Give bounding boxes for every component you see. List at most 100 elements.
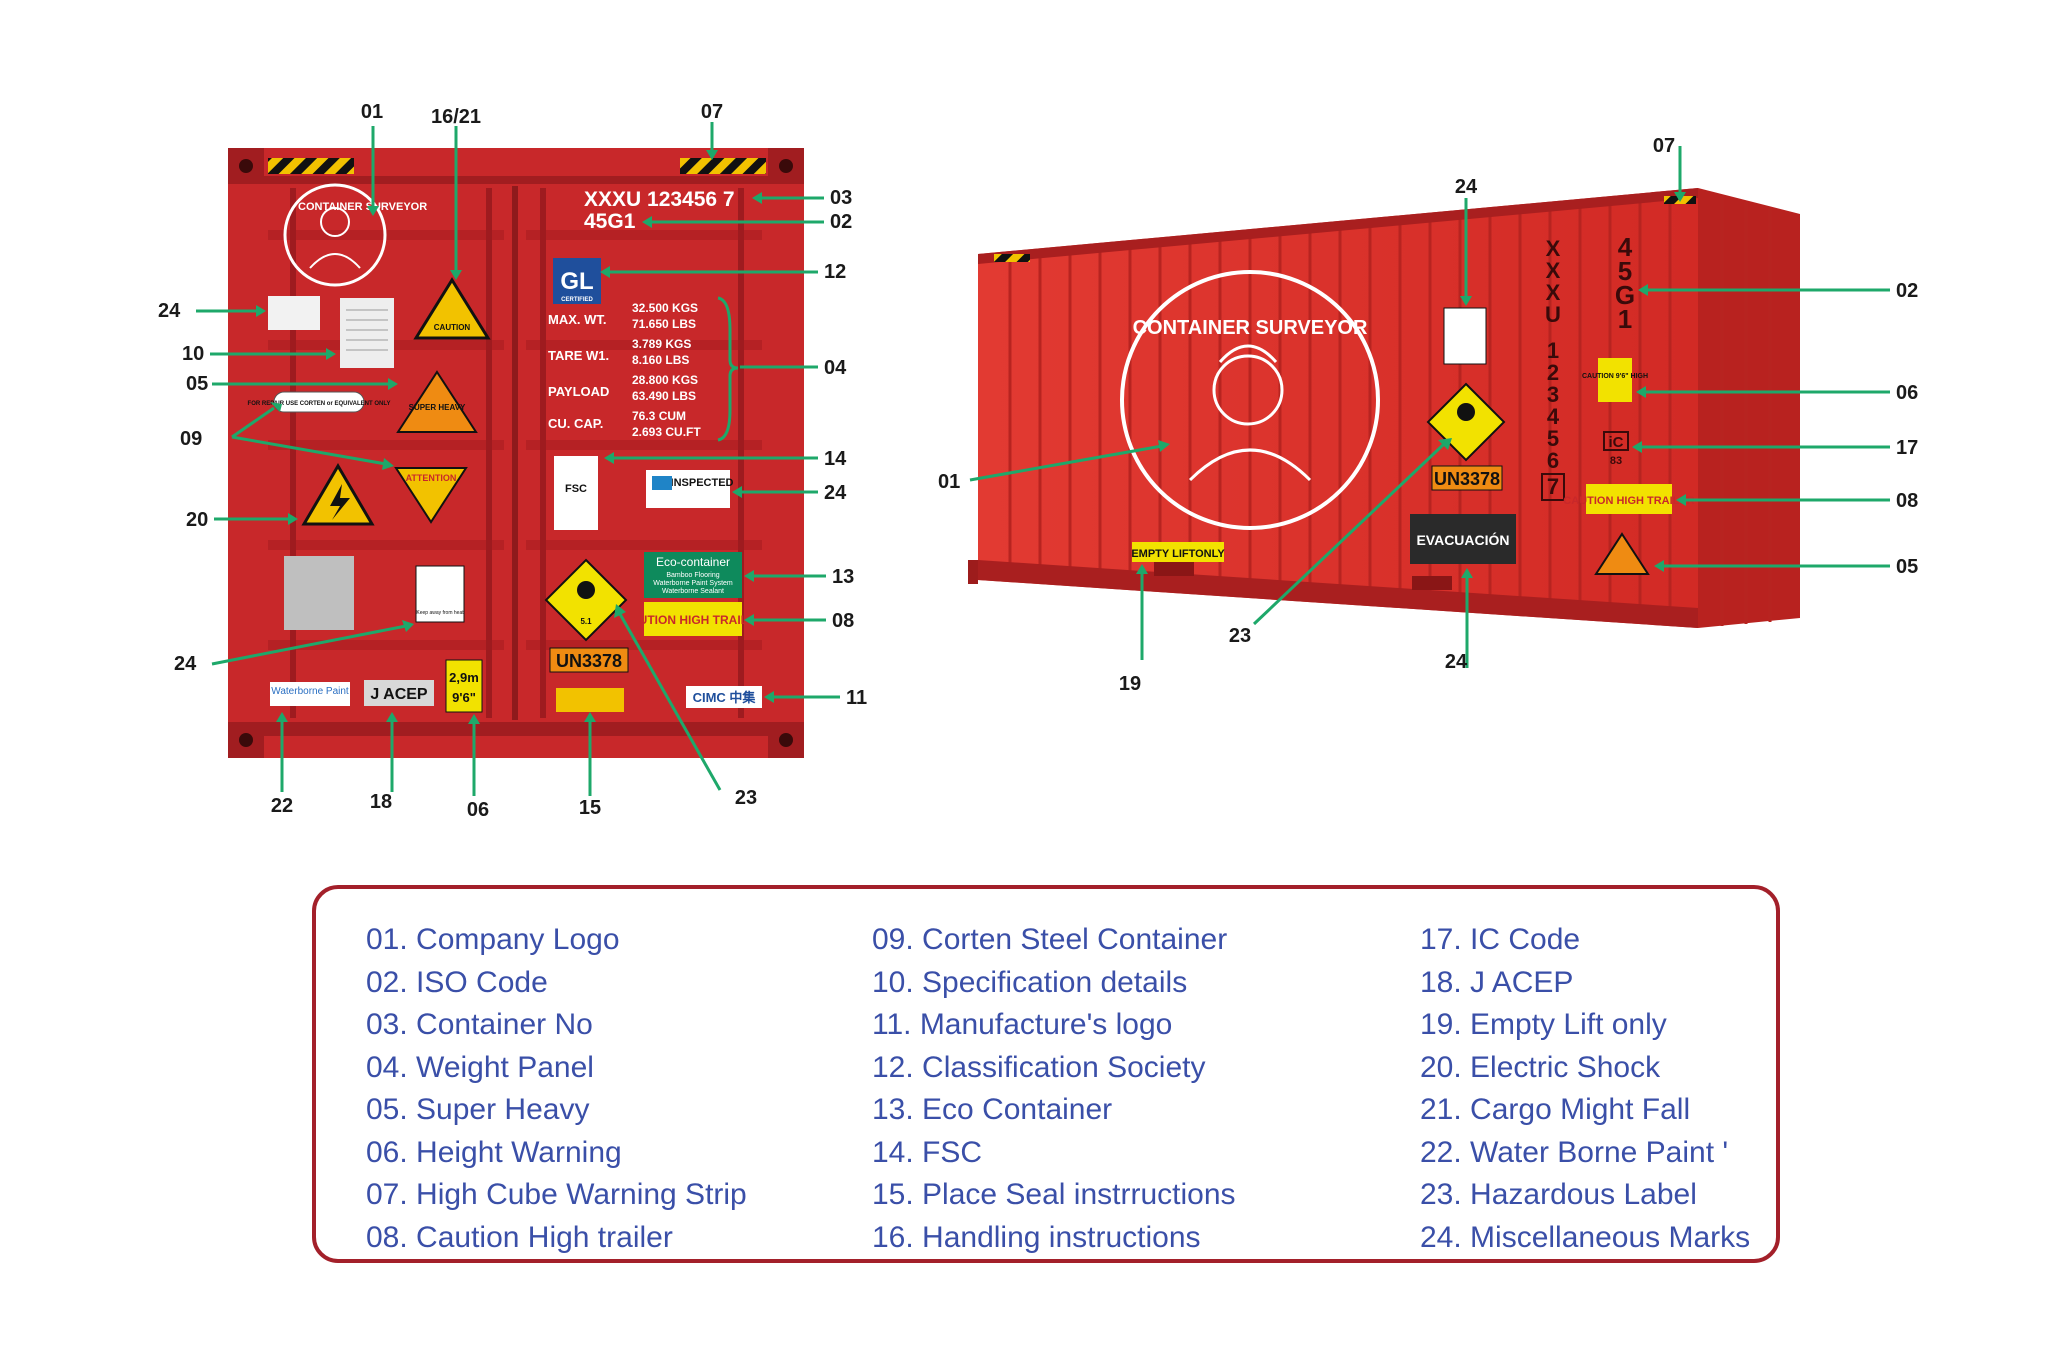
side-container-body — [978, 188, 1698, 628]
iso-code-char: G — [1615, 280, 1635, 310]
legend-item: 13. Eco Container — [872, 1093, 1113, 1126]
misc-plate — [268, 296, 320, 330]
container-number-char: X — [1546, 258, 1561, 283]
container-number-char: 2 — [1547, 360, 1559, 385]
weight-value: 63.490 LBS — [632, 389, 696, 403]
evacuacion-text: EVACUACIÓN — [1416, 531, 1509, 548]
weight-label: PAYLOAD — [548, 384, 609, 399]
legend-item: 20. Electric Shock — [1420, 1050, 1661, 1084]
callout-number: 05 — [1896, 556, 1918, 578]
un-number-text: UN3378 — [1434, 469, 1500, 489]
container-number-char: 3 — [1547, 382, 1559, 407]
cimc-text: CIMC 中集 — [693, 690, 757, 705]
legend-item: 04. Weight Panel — [366, 1050, 594, 1084]
super-heavy-text: SUPER HEAVY — [409, 403, 466, 412]
electric-shock-sign — [301, 463, 375, 526]
company-logo-text: CONTAINER SURVEYOR — [1133, 317, 1368, 339]
side-container-end — [1698, 188, 1800, 628]
super-heavy-sign — [1594, 532, 1650, 575]
container-number-char: X — [1546, 236, 1561, 261]
specification-plate — [340, 298, 394, 368]
classification-society-logo — [553, 258, 601, 304]
caution-high-trailer-label — [1586, 484, 1672, 514]
callout-number: 06 — [1896, 382, 1918, 404]
corten-steel-plate — [273, 391, 365, 413]
callout-number: 18 — [370, 791, 392, 813]
svg-text:CAUTION: CAUTION — [434, 323, 471, 332]
eco-line: Bamboo Flooring — [666, 572, 719, 579]
container-number-char: 1 — [1547, 338, 1559, 363]
legend-item: 03. Container No — [366, 1008, 593, 1041]
weight-value: 3.789 KGS — [632, 337, 691, 351]
legend-item: 10. Specification details — [872, 965, 1188, 999]
waterborne-paint-text: Waterborne Paint — [271, 686, 349, 697]
evacuacion-label — [1410, 514, 1516, 564]
callout-number: 08 — [1896, 490, 1918, 512]
eco-title: Eco-container — [656, 555, 730, 569]
legend-item: 18. J ACEP — [1420, 965, 1574, 999]
empty-lift-label — [1132, 542, 1224, 562]
legend-item: 06. Height Warning — [366, 1135, 622, 1169]
iso-code-char: 5 — [1618, 256, 1632, 286]
fsc-text: FSC — [565, 483, 587, 495]
legend-item: 24. Miscellaneous Marks — [1420, 1220, 1751, 1254]
legend-item: 21. Cargo Might Fall — [1420, 1093, 1691, 1126]
callout-number: 03 — [830, 187, 852, 209]
jacep-label — [364, 680, 434, 706]
callout-number: 16/21 — [431, 106, 481, 128]
corten-steel-text: FOR REPAIR USE CORTEN or EQUIVALENT ONLY — [248, 401, 391, 407]
ic-code-box — [1603, 431, 1629, 451]
cargo-might-fall-sign: CAUTION — [413, 277, 491, 340]
company-logo-text: CONTAINER SURVEYOR — [298, 201, 427, 213]
legend-column-1: 01. Company Logo 02. ISO Code 03. Contai… — [366, 919, 747, 1259]
un-number-plate — [549, 647, 629, 673]
height-caution-text: CAUTION 9'6" HIGH — [1582, 373, 1648, 380]
callout-number: 04 — [824, 357, 847, 379]
callout-number: 11 — [846, 687, 867, 709]
manufacturer-logo — [686, 686, 762, 708]
callout-number: 15 — [579, 797, 601, 819]
place-seal-label — [556, 688, 624, 712]
legend-item: 09. Corten Steel Container — [872, 923, 1228, 956]
hazard-class-text: 5.1 — [580, 617, 592, 626]
callout-number: 12 — [824, 261, 846, 283]
callout-number: 24 — [158, 300, 181, 322]
legend-column-3: 17. IC Code 18. J ACEP 19. Empty Lift on… — [1420, 919, 1750, 1259]
keep-away-label — [415, 565, 465, 623]
weight-value: 2.693 CU.FT — [632, 425, 701, 439]
legend-item: 01. Company Logo — [366, 923, 620, 956]
callout-number: 24 — [1455, 176, 1478, 198]
callout-number: 24 — [824, 482, 847, 504]
front-container: CONTAINER SURVEYOR CAUTION SUPER HEAVY F… — [228, 148, 804, 758]
misc-plate — [284, 556, 354, 630]
legend-item: 14. FSC — [872, 1135, 983, 1169]
legend-item: 22. Water Borne Paint ' — [1420, 1135, 1729, 1169]
callout-number: 14 — [824, 448, 847, 470]
callout-number: 22 — [271, 795, 293, 817]
callout-number: 20 — [186, 509, 208, 531]
height-warning-label — [445, 659, 483, 713]
iso-code: 45G1 — [584, 210, 636, 233]
legend-item: 07. High Cube Warning Strip — [366, 1178, 747, 1211]
callout-number: 23 — [1229, 625, 1251, 647]
side-callouts: 07 24 02 06 17 01 08 05 23 19 24 — [938, 135, 1918, 695]
callout-number: 17 — [1896, 437, 1918, 459]
weight-value: 76.3 CUM — [632, 409, 686, 423]
high-cube-warning-strip — [680, 158, 766, 174]
weight-panel: MAX. WT. 32.500 KGS 71.650 LBS TARE W1. … — [548, 296, 739, 442]
waterborne-paint-label — [270, 682, 350, 706]
hazardous-label: 5.1 — [544, 558, 628, 642]
un-number-plate — [1431, 465, 1503, 491]
height-ft-text: 9'6" — [452, 690, 476, 705]
container-number-char: U — [1545, 302, 1561, 327]
eco-container-label — [644, 552, 742, 598]
container-number-char: 4 — [1547, 404, 1560, 429]
iso-code-char: 1 — [1618, 304, 1632, 334]
front-callouts: 01 16/21 07 03 02 12 24 10 04 05 09 14 2… — [158, 101, 867, 821]
container-number-char: 6 — [1547, 448, 1559, 473]
company-logo — [1120, 270, 1380, 530]
keep-away-label — [1443, 307, 1487, 365]
iso-code-char: 4 — [1618, 232, 1633, 262]
container-number: XXXU 123456 7 — [584, 188, 735, 211]
callout-number: 19 — [1119, 673, 1141, 695]
